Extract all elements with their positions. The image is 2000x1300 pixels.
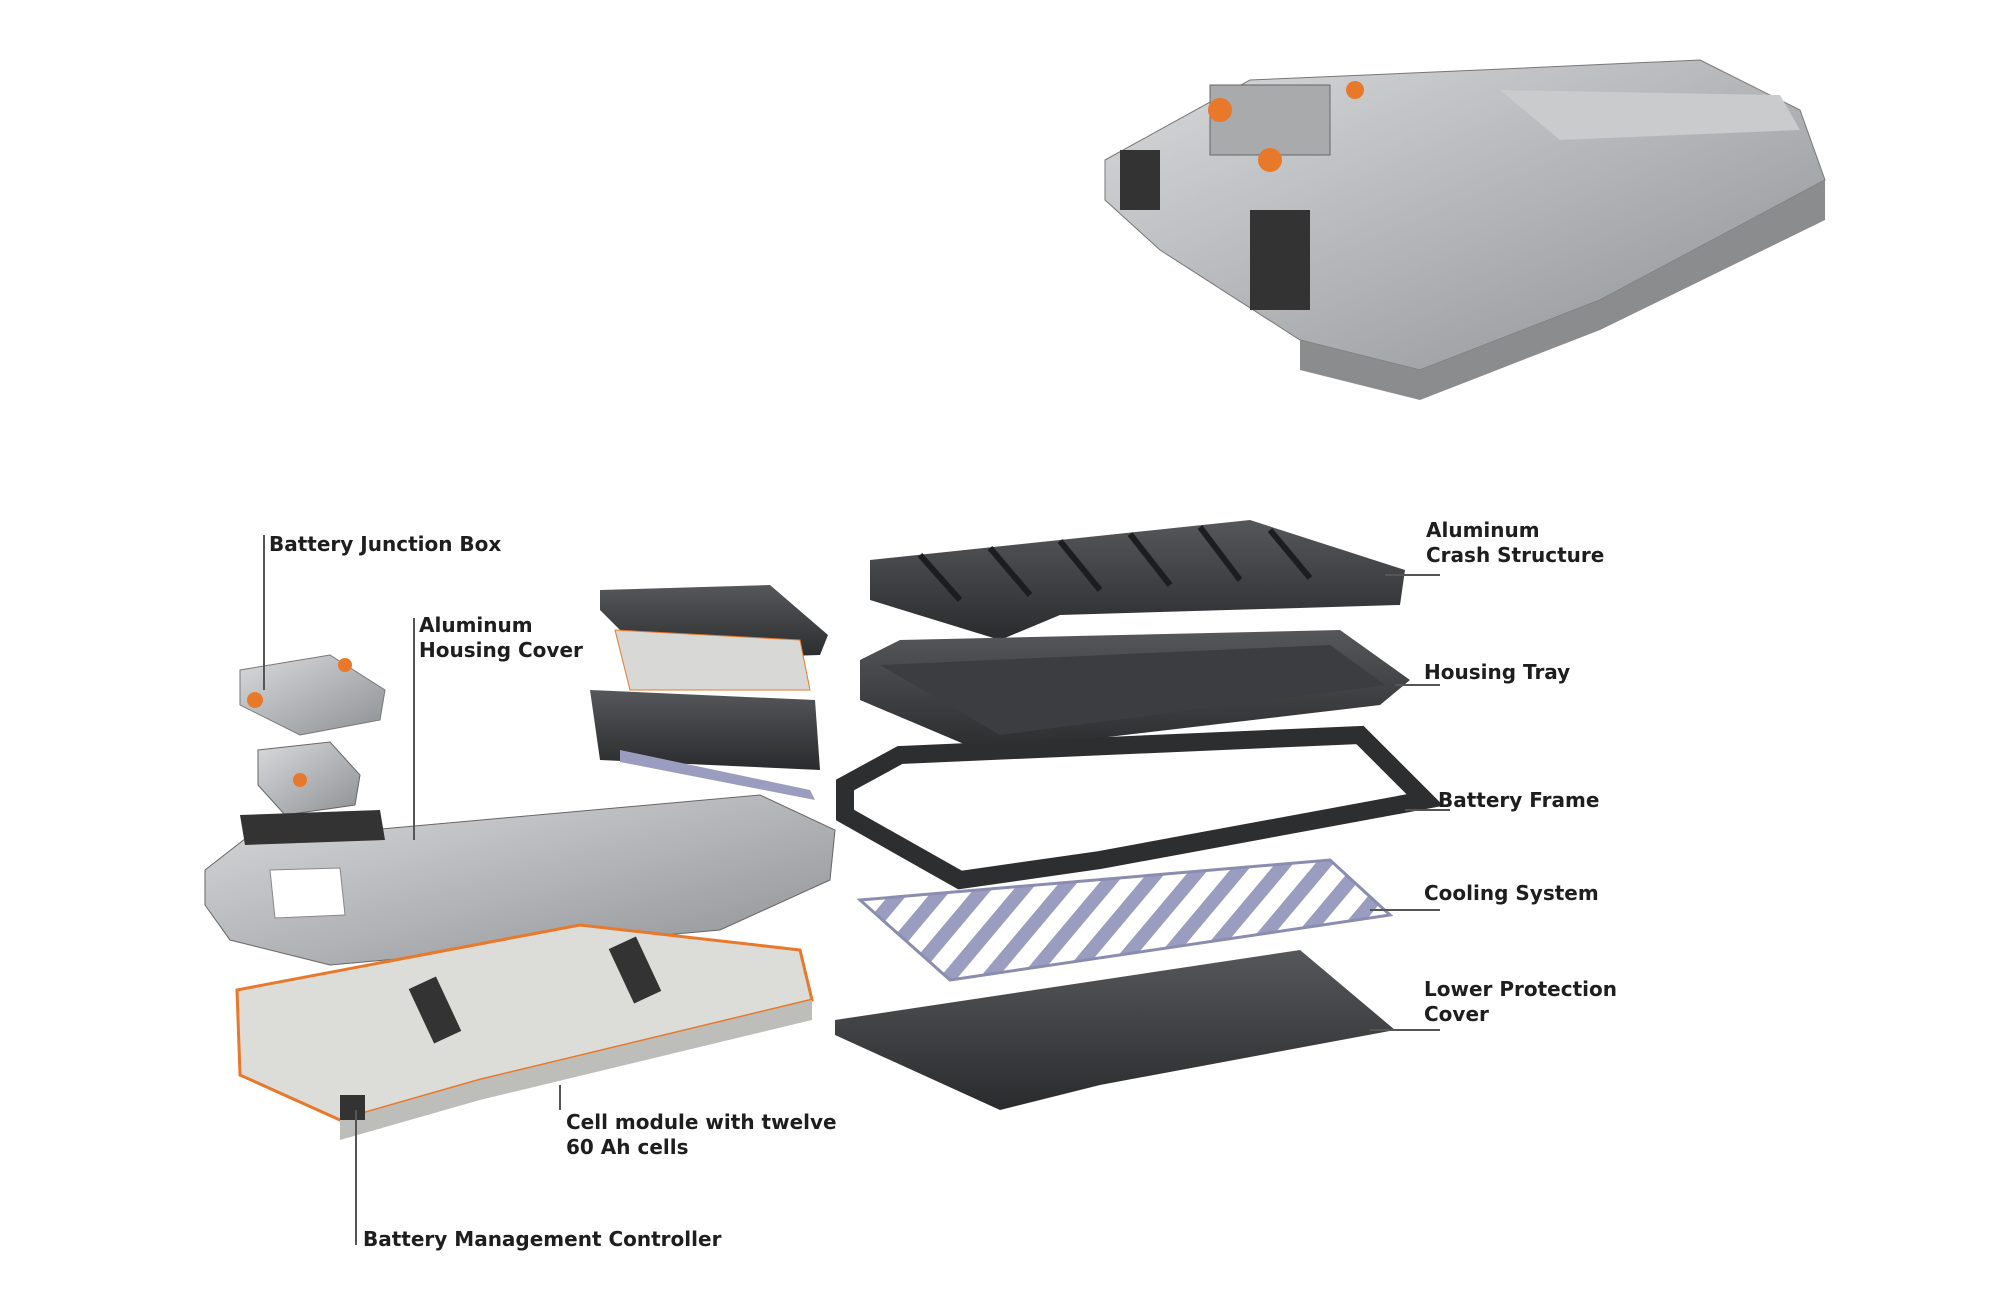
cell-module-part: [235, 923, 814, 1140]
label-housing-tray: Housing Tray: [1424, 660, 1571, 684]
label-cell-module: Cell module with twelve 60 Ah cells: [566, 1110, 837, 1159]
label-battery-management-controller: Battery Management Controller: [363, 1227, 722, 1251]
cell-module-stack-part: [590, 585, 828, 800]
battery-frame-part: [836, 725, 1444, 890]
label-battery-junction-box: Battery Junction Box: [269, 532, 502, 556]
label-cooling-system: Cooling System: [1424, 881, 1599, 905]
cooling-system-part: [856, 858, 1394, 982]
lower-protection-cover-part: [835, 950, 1395, 1110]
label-battery-frame: Battery Frame: [1438, 788, 1600, 812]
assembled-battery-pack: [1104, 59, 1826, 400]
aluminum-crash-structure-part: [870, 520, 1405, 640]
housing-tray-part: [860, 630, 1410, 755]
aluminum-housing-cover-part: [204, 794, 836, 966]
leader-lines: [263, 535, 1450, 1245]
battery-junction-box-part: [239, 654, 386, 816]
label-aluminum-housing-cover: Aluminum Housing Cover: [419, 613, 583, 662]
label-lower-protection-cover: Lower Protection Cover: [1424, 977, 1617, 1026]
label-aluminum-crash-structure: Aluminum Crash Structure: [1426, 518, 1605, 567]
